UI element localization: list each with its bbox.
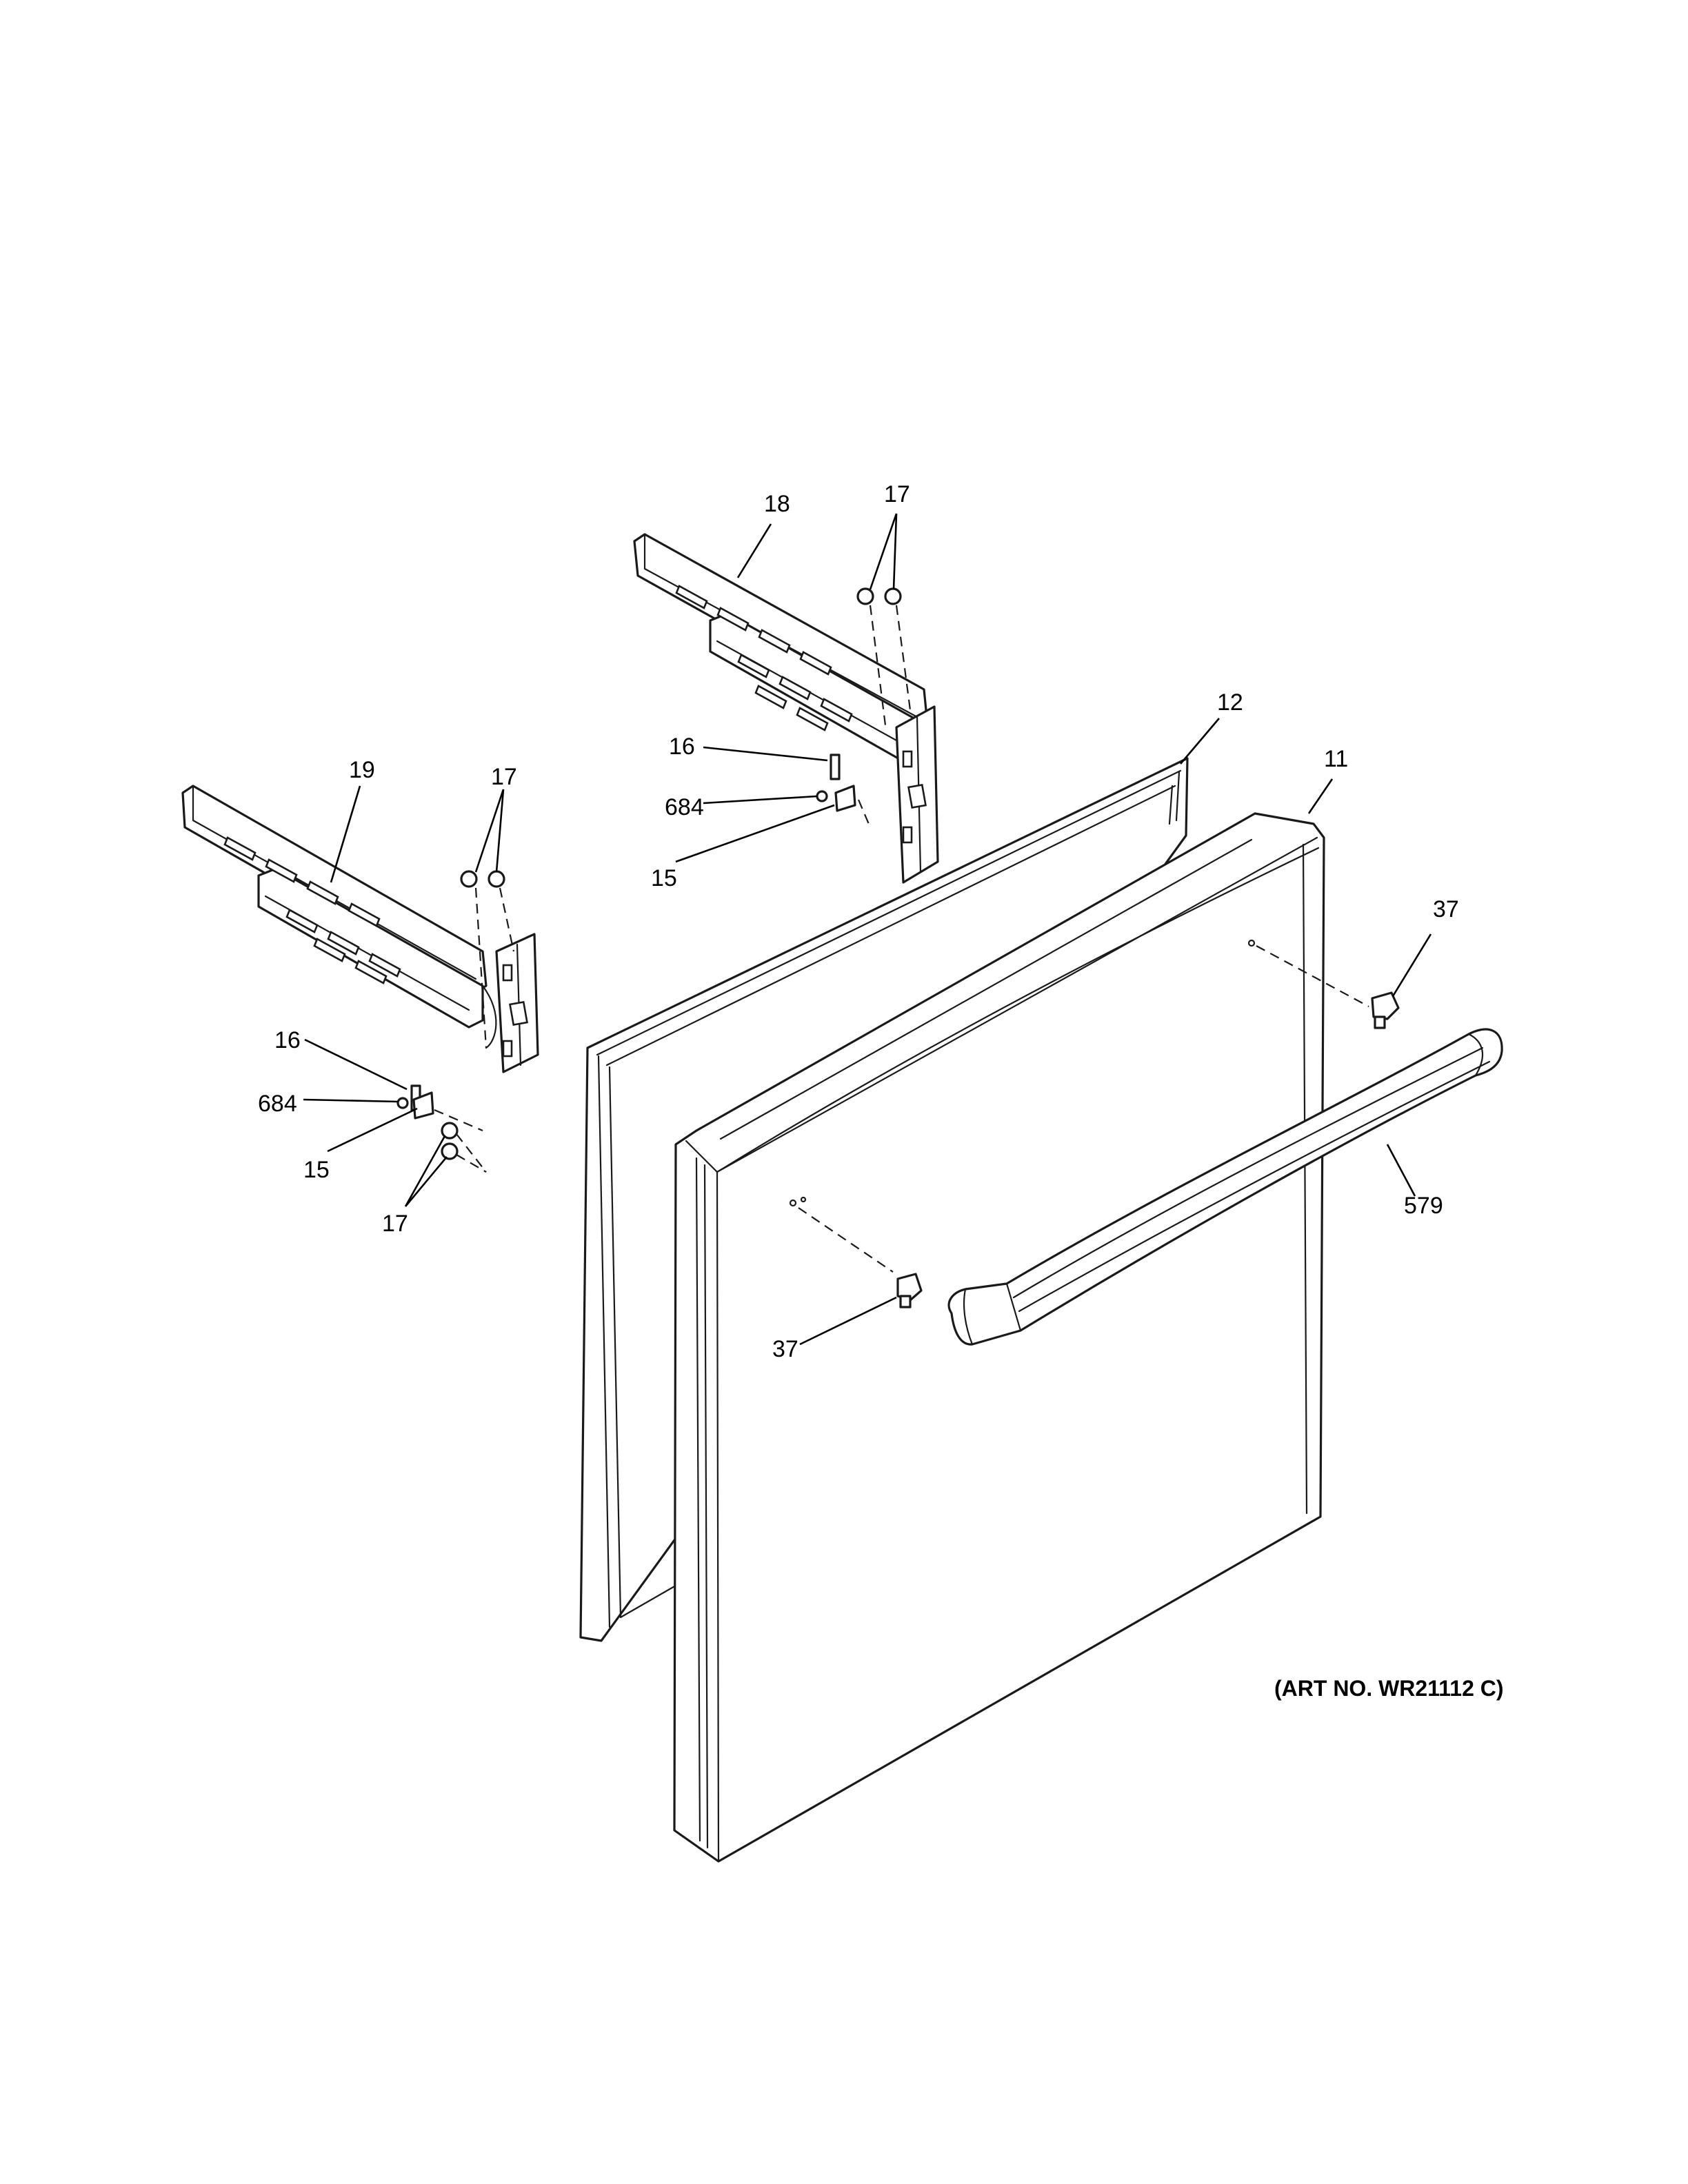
callout-18: 18 xyxy=(764,491,790,517)
callout-579: 579 xyxy=(1404,1193,1443,1219)
callout-15-right: 15 xyxy=(651,865,677,891)
hinge-parts-right xyxy=(816,754,872,828)
callout-37-left: 37 xyxy=(772,1336,798,1362)
screws-upper-left xyxy=(460,870,515,1049)
rail-bracket-right xyxy=(633,533,939,884)
handle-stud-left xyxy=(789,1196,923,1308)
rail-bracket-left xyxy=(181,785,539,1073)
callout-12: 12 xyxy=(1217,689,1243,716)
callout-16-left: 16 xyxy=(274,1027,301,1053)
screws-lower-left xyxy=(441,1122,487,1173)
callout-17-upper-right: 17 xyxy=(884,481,910,507)
art-number: (ART NO. WR21112 C) xyxy=(1274,1676,1504,1701)
door-handle xyxy=(947,1028,1503,1346)
callout-11: 11 xyxy=(1324,746,1348,772)
hinge-parts-left xyxy=(396,1084,483,1132)
callout-15-left: 15 xyxy=(303,1157,330,1183)
handle-stud-right xyxy=(1247,939,1400,1029)
callout-684-right: 684 xyxy=(665,794,704,820)
callout-37-right: 37 xyxy=(1433,896,1459,922)
callout-17-lower-left: 17 xyxy=(382,1211,408,1237)
callout-17-upper-left: 17 xyxy=(491,764,517,790)
leader-lines xyxy=(303,513,1432,1346)
callout-684-left: 684 xyxy=(258,1091,297,1117)
callout-16-right: 16 xyxy=(669,734,695,760)
callouts: 18 17 12 11 16 684 15 19 17 16 684 15 17… xyxy=(258,481,1459,1362)
callout-19: 19 xyxy=(349,757,375,783)
